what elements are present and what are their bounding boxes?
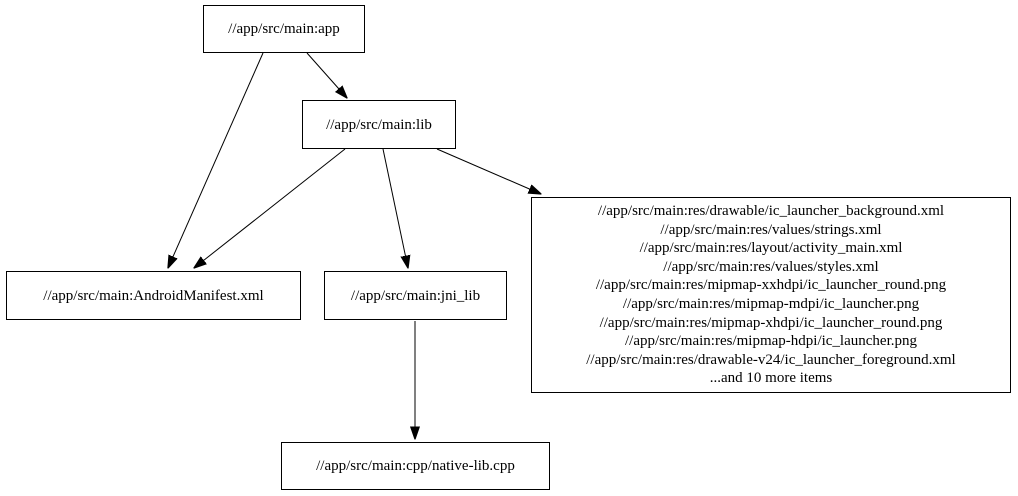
resource-line: //app/src/main:res/layout/activity_main.… [639, 240, 903, 257]
node-native-lib-cpp-label: //app/src/main:cpp/native-lib.cpp [316, 458, 515, 474]
node-jni-lib: //app/src/main:jni_lib [324, 271, 507, 320]
edge-app-to-manifest [168, 52, 264, 268]
node-jni-lib-label: //app/src/main:jni_lib [350, 287, 481, 304]
node-resources-group: //app/src/main:res/drawable/ic_launcher_… [531, 197, 1011, 393]
node-app-label: //app/src/main:app [228, 21, 340, 37]
resource-line: //app/src/main:res/mipmap-xhdpi/ic_launc… [599, 314, 943, 331]
resource-line: //app/src/main:res/mipmap-xxhdpi/ic_laun… [595, 277, 947, 294]
node-lib: //app/src/main:lib [302, 100, 456, 149]
edge-app-to-lib [306, 52, 347, 98]
resource-line: //app/src/main:res/drawable/ic_launcher_… [597, 203, 945, 220]
resource-line: //app/src/main:res/values/styles.xml [663, 258, 879, 275]
resource-more-items: ...and 10 more items [709, 370, 833, 387]
edge-lib-to-resources [436, 148, 541, 194]
resource-line: //app/src/main:res/mipmap-hdpi/ic_launch… [624, 333, 917, 350]
edge-lib-to-manifest [194, 148, 346, 268]
node-android-manifest: //app/src/main:AndroidManifest.xml [6, 271, 301, 320]
node-lib-label: //app/src/main:lib [326, 116, 432, 133]
resource-line: //app/src/main:res/mipmap-mdpi/ic_launch… [622, 296, 920, 312]
node-android-manifest-label: //app/src/main:AndroidManifest.xml [43, 287, 264, 304]
resource-line: //app/src/main:res/drawable-v24/ic_launc… [586, 351, 956, 368]
resource-line: //app/src/main:res/values/strings.xml [660, 221, 882, 238]
node-app: //app/src/main:app [203, 5, 365, 53]
node-native-lib-cpp: //app/src/main:cpp/native-lib.cpp [281, 442, 550, 490]
edge-lib-to-jni-lib [382, 148, 408, 268]
